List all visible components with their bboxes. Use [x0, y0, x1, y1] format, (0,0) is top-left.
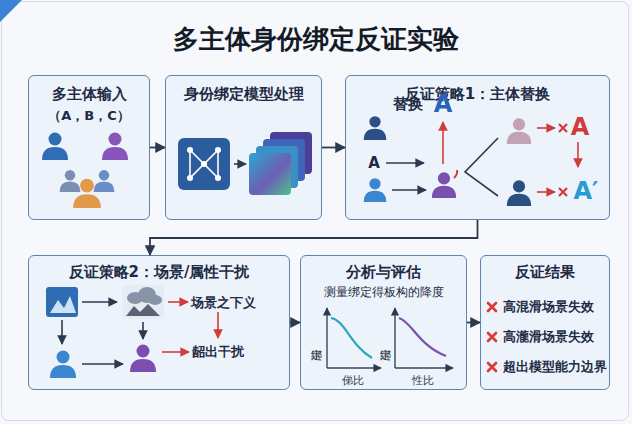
flow-arrow — [150, 220, 478, 255]
person-icon — [50, 351, 76, 379]
flow-arrow — [290, 322, 300, 324]
small-arrow — [61, 320, 63, 344]
small-arrow — [82, 301, 117, 303]
panel-text: 超出模型能力边界 — [503, 360, 607, 374]
scene-tile — [122, 285, 164, 319]
corner-mark — [0, 0, 22, 22]
small-arrow — [82, 363, 123, 365]
panel-heading: 分析与评估 — [301, 264, 466, 281]
small-arrow — [577, 142, 579, 167]
person-icon — [94, 170, 115, 192]
change-mark — [454, 170, 457, 178]
panel-text: （A，B，C） — [29, 109, 149, 124]
panel-box: 反证策略2：场景/属性干扰 — [28, 255, 290, 390]
panel-text: 测量绑定得板构的降度 — [301, 286, 466, 299]
panel-box: 多主体输入 （A，B，C） — [28, 75, 150, 220]
cloud-shape — [138, 287, 156, 303]
small-arrow — [392, 189, 426, 191]
panel-text: 高混滑场景失效 — [503, 300, 594, 314]
cloud-shape — [127, 292, 143, 304]
panel-heading: 反证策略1：主体替换 — [346, 86, 609, 103]
small-arrow — [168, 301, 188, 303]
person-icon — [60, 170, 81, 192]
scene-tile — [46, 287, 78, 317]
branch-lines — [465, 138, 498, 196]
small-arrow — [537, 127, 555, 129]
panel-box: 身份绑定模型处理 — [165, 75, 322, 220]
network-dot — [187, 175, 193, 181]
cloud-shape — [148, 295, 162, 305]
feature-layer — [249, 153, 291, 195]
cross-mark — [559, 124, 567, 132]
chart-axis — [394, 308, 395, 368]
feature-layer — [256, 146, 298, 188]
network-dot — [215, 147, 221, 153]
network-icon — [178, 138, 230, 190]
feature-layer — [270, 132, 312, 174]
person-icon — [102, 133, 128, 161]
panel-heading: 身份绑定模型处理 — [166, 86, 321, 103]
panel-text: 高瀧滑场景失效 — [503, 330, 594, 344]
person-icon — [432, 172, 456, 198]
panel-heading: 多主体输入 — [29, 86, 149, 103]
trend-curve — [399, 318, 446, 356]
person-icon — [507, 118, 531, 144]
person-icon — [42, 133, 68, 161]
flow-arrow — [322, 147, 345, 149]
flow-arrow — [467, 322, 480, 324]
person-icon — [507, 180, 531, 206]
network-dot — [215, 175, 221, 181]
panel-heading: 反证结果 — [481, 264, 609, 281]
chart-axis — [395, 367, 453, 368]
network-lines — [190, 150, 218, 178]
cross-mark — [559, 188, 567, 196]
network-dot — [187, 147, 193, 153]
flow-arrow — [150, 147, 165, 149]
rock-shape — [126, 304, 160, 316]
person-icon — [130, 345, 156, 373]
person-icon — [73, 179, 101, 208]
trend-curve — [331, 318, 372, 358]
small-arrow — [386, 162, 424, 164]
chart-axis — [326, 308, 327, 368]
small-arrow — [142, 322, 144, 339]
cross-mark — [488, 303, 496, 311]
scene-shape — [50, 296, 76, 313]
panel-box: 分析与评估测量绑定得板构的降度 — [300, 255, 467, 390]
network-dot — [201, 161, 207, 167]
feature-layer — [263, 139, 305, 181]
cross-mark — [488, 363, 496, 371]
diagram-title: 多主体身份绑定反证实验 — [0, 22, 632, 57]
cross-mark — [488, 333, 496, 341]
small-arrow — [442, 122, 444, 164]
small-arrow — [162, 351, 189, 353]
small-arrow — [537, 191, 555, 193]
person-icon — [364, 178, 387, 202]
small-arrow — [217, 312, 219, 338]
chart-axis — [327, 367, 381, 368]
small-arrow — [234, 163, 246, 165]
panel-box: 反证结果高混滑场景失效高瀧滑场景失效超出模型能力边界 — [480, 255, 610, 390]
person-icon — [364, 116, 387, 140]
panel-box: 反证策略1：主体替换 — [345, 75, 610, 220]
panel-heading: 反证策略2：场景/属性干扰 — [29, 264, 289, 281]
